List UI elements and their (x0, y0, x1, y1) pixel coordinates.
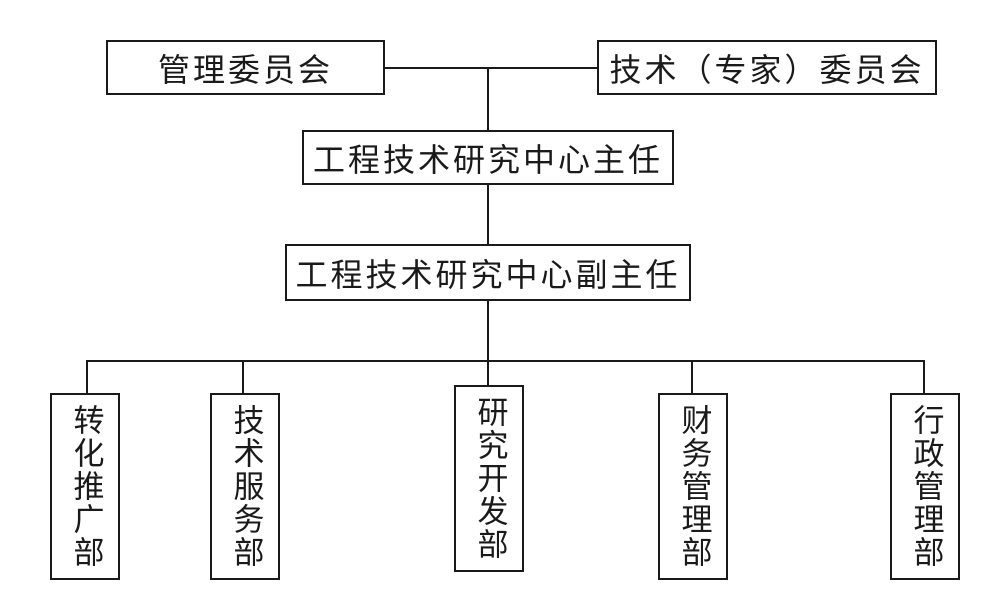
department-bus-line (86, 360, 925, 362)
management-committee-box: 管理委员会 (106, 40, 385, 95)
department-box-research-development: 研究开发部 (454, 385, 524, 572)
director-to-deputy-line (487, 184, 489, 244)
department-box-technical-service: 技术服务部 (210, 393, 280, 580)
department-box-finance-management: 财务管理部 (658, 393, 728, 580)
drop-line-2 (242, 360, 244, 394)
committee-connector-line (384, 67, 598, 69)
director-box: 工程技术研究中心主任 (302, 130, 674, 185)
deputy-to-departments-line (487, 300, 489, 386)
committee-to-director-line (487, 67, 489, 130)
drop-line-4 (691, 360, 693, 394)
deputy-director-box: 工程技术研究中心副主任 (285, 244, 691, 301)
department-box-transfer-promotion: 转化推广部 (50, 393, 120, 580)
department-box-administration: 行政管理部 (890, 393, 960, 580)
technical-expert-committee-box: 技术（专家）委员会 (597, 40, 937, 95)
drop-line-1 (86, 360, 88, 394)
drop-line-5 (923, 360, 925, 394)
